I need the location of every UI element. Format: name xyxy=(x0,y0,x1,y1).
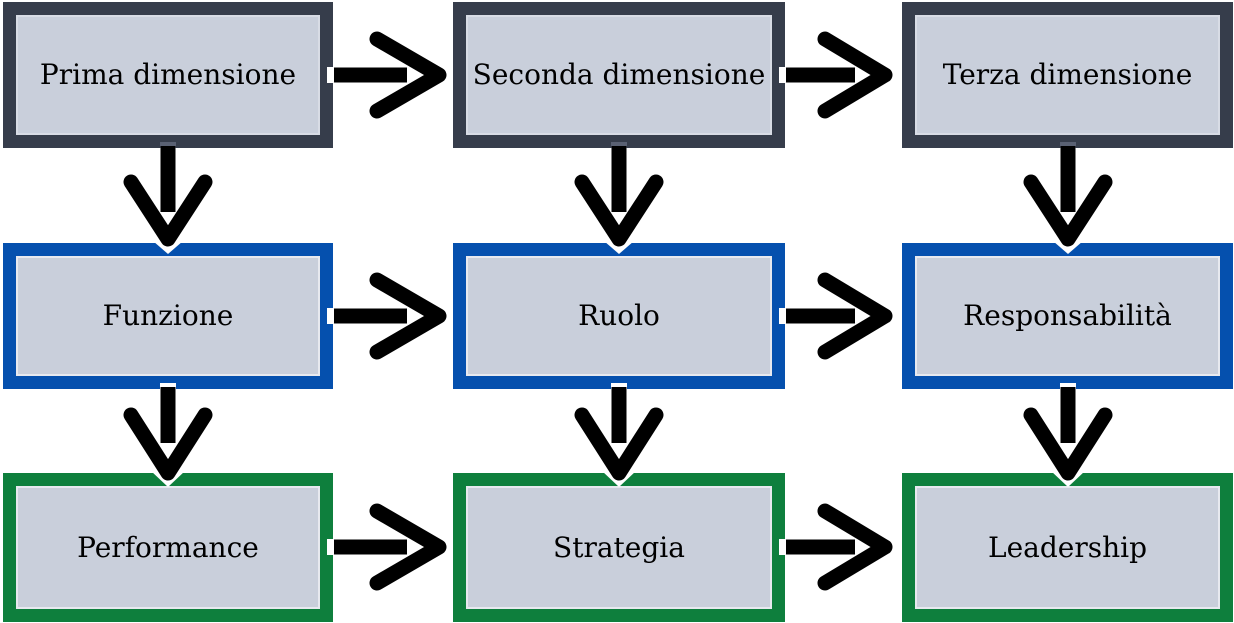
box-label: Ruolo xyxy=(578,299,660,332)
arrow-down-icon xyxy=(574,383,664,487)
box-funzione: Funzione xyxy=(3,243,333,389)
arrow-right-icon xyxy=(779,272,893,360)
box-label: Funzione xyxy=(102,299,234,332)
box-performance: Performance xyxy=(3,473,333,622)
arrow-right-icon xyxy=(779,31,893,119)
box-fill: Terza dimensione xyxy=(915,15,1220,135)
arrow-down-icon xyxy=(123,383,213,487)
box-label: Strategia xyxy=(553,530,685,564)
arrow-right-icon xyxy=(779,503,893,591)
arrow-right-icon xyxy=(327,31,447,119)
box-strategia: Strategia xyxy=(453,473,785,622)
box-prima-dimensione: Prima dimensione xyxy=(3,2,333,148)
box-fill: Strategia xyxy=(466,486,772,609)
box-label: Seconda dimensione xyxy=(472,58,766,91)
box-ruolo: Ruolo xyxy=(453,243,785,389)
box-label: Leadership xyxy=(987,530,1148,564)
box-fill: Funzione xyxy=(16,256,320,376)
box-leadership: Leadership xyxy=(902,473,1233,622)
box-responsabilita: Responsabilità xyxy=(902,243,1233,389)
box-fill: Performance xyxy=(16,486,320,609)
box-fill: Prima dimensione xyxy=(16,15,320,135)
box-label: Responsabilità xyxy=(963,299,1172,332)
box-fill: Seconda dimensione xyxy=(466,15,772,135)
arrow-down-icon xyxy=(123,142,213,254)
arrow-down-icon xyxy=(1023,383,1113,487)
box-fill: Leadership xyxy=(915,486,1220,609)
box-fill: Responsabilità xyxy=(915,256,1220,376)
arrow-down-icon xyxy=(1023,142,1113,254)
arrow-right-icon xyxy=(327,503,447,591)
arrow-right-icon xyxy=(327,272,447,360)
box-seconda-dimensione: Seconda dimensione xyxy=(453,2,785,148)
box-label: Prima dimensione xyxy=(39,58,297,91)
box-label: Performance xyxy=(77,530,259,564)
box-terza-dimensione: Terza dimensione xyxy=(902,2,1233,148)
arrow-down-icon xyxy=(574,142,664,254)
box-fill: Ruolo xyxy=(466,256,772,376)
box-label: Terza dimensione xyxy=(942,58,1193,91)
